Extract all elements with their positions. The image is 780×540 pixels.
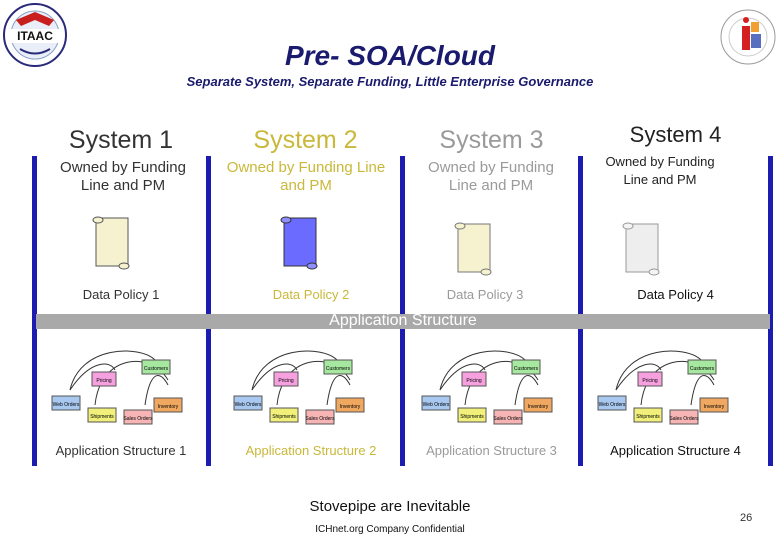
divider-bar: [768, 156, 773, 466]
inventory-label: Inventory: [704, 404, 725, 410]
system-1-title: System 1: [68, 126, 174, 154]
sales-orders-label: Sales Orders: [305, 416, 335, 422]
system-2-title: System 2: [253, 126, 358, 154]
customers-label: Customers: [514, 366, 539, 372]
scroll-icon: [90, 214, 132, 272]
svg-text:ITAAC: ITAAC: [17, 29, 53, 43]
app-structure-1-label: Application Structure 1: [55, 443, 187, 458]
page-subtitle: Separate System, Separate Funding, Littl…: [186, 74, 594, 89]
divider-bar: [206, 156, 211, 466]
application-structure-band-label: Application Structure: [329, 312, 477, 329]
pricing-label: Pricing: [642, 378, 658, 384]
scroll-icon: [620, 220, 662, 278]
divider-bar: [578, 156, 583, 466]
system-1-owner: Owned by Funding Line and PM: [60, 159, 186, 194]
web-orders-label: Web Orders: [423, 402, 450, 408]
system-3-title: System 3: [439, 126, 544, 154]
itaac-logo: ITAAC: [2, 2, 68, 68]
scroll-icon: [278, 214, 320, 272]
system-4-owner: Owned by Funding Line and PM: [605, 154, 715, 187]
pricing-label: Pricing: [278, 378, 294, 384]
web-orders-label: Web Orders: [235, 402, 262, 408]
stovepipe-tagline: Stovepipe are Inevitable: [309, 498, 471, 515]
system-4-title: System 4: [629, 122, 722, 147]
sales-orders-label: Sales Orders: [493, 416, 523, 422]
shipments-label: Shipments: [636, 414, 660, 420]
data-policy-1-label: Data Policy 1: [82, 287, 160, 302]
data-policy-4-label: Data Policy 4: [637, 287, 714, 302]
divider-bar: [400, 156, 405, 466]
web-orders-label: Web Orders: [599, 402, 626, 408]
data-policy-2-label: Data Policy 2: [272, 287, 350, 302]
inventory-label: Inventory: [528, 404, 549, 410]
customers-label: Customers: [690, 366, 715, 372]
application-structure-diagram: Pricing Customers Web Orders Shipments S…: [50, 340, 200, 426]
web-orders-label: Web Orders: [53, 402, 80, 408]
customers-label: Customers: [326, 366, 351, 372]
scroll-icon: [452, 220, 494, 278]
system-3-owner: Owned by Funding Line and PM: [428, 159, 554, 194]
shipments-label: Shipments: [90, 414, 114, 420]
sales-orders-label: Sales Orders: [123, 416, 153, 422]
app-structure-4-label: Application Structure 4: [610, 443, 741, 458]
application-structure-diagram: Pricing Customers Web Orders Shipments S…: [420, 340, 570, 426]
system-2-owner: Owned by Funding Line and PM: [226, 159, 386, 194]
data-policy-3-label: Data Policy 3: [446, 287, 524, 302]
application-structure-band: [36, 314, 770, 329]
shipments-label: Shipments: [460, 414, 484, 420]
application-structure-diagram: Pricing Customers Web Orders Shipments S…: [232, 340, 382, 426]
pricing-label: Pricing: [466, 378, 482, 384]
application-structure-diagram: Pricing Customers Web Orders Shipments S…: [596, 340, 746, 426]
shipments-label: Shipments: [272, 414, 296, 420]
confidential-notice: ICHnet.org Company Confidential: [315, 524, 465, 535]
interoperability-clearinghouse-logo: [718, 4, 778, 70]
pricing-label: Pricing: [96, 378, 112, 384]
inventory-label: Inventory: [340, 404, 361, 410]
divider-bar: [32, 156, 37, 466]
page-number: 26: [740, 512, 753, 524]
customers-label: Customers: [144, 366, 169, 372]
page-title: Pre- SOA/Cloud: [284, 40, 495, 71]
app-structure-2-label: Application Structure 2: [245, 443, 377, 458]
sales-orders-label: Sales Orders: [669, 416, 699, 422]
inventory-label: Inventory: [158, 404, 179, 410]
app-structure-3-label: Application Structure 3: [426, 443, 557, 458]
